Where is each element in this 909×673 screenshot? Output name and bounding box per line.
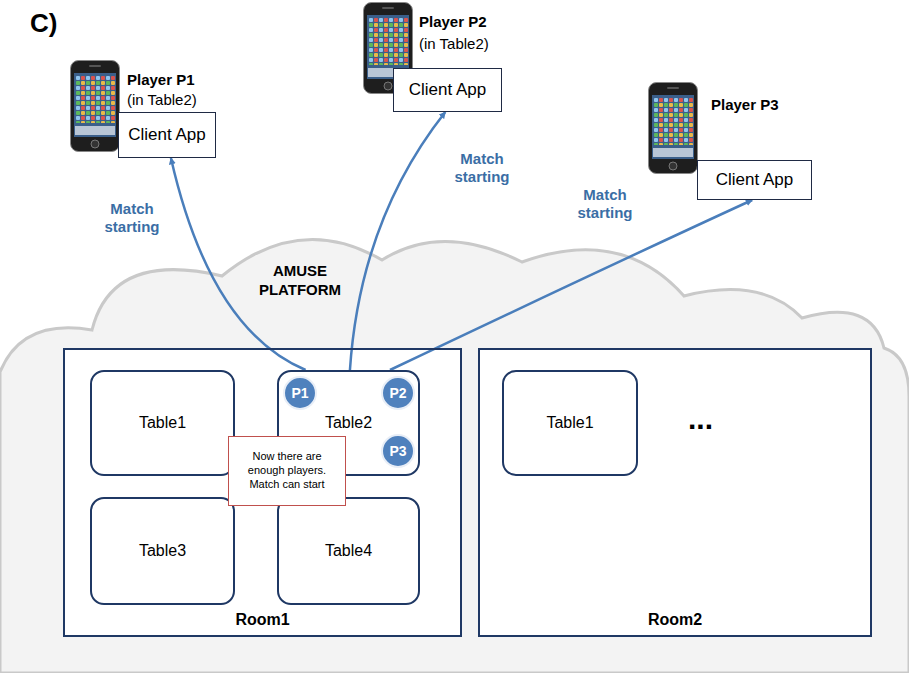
edge-label: Match starting [95,200,169,236]
table-label: Table4 [325,542,372,560]
player-circle: P3 [381,434,415,468]
room-label: Room1 [65,611,460,629]
client-app-box: Player P1(in Table2)Client App [118,112,216,158]
client-app-box: Player P3Client App [697,160,812,200]
edge-label: Match starting [568,186,642,222]
table-label: Table1 [139,414,186,432]
box-label: Client App [409,80,487,100]
edge-label: Match starting [445,150,519,186]
player-name: Player P3 [711,96,779,113]
table-label: Table2 [325,414,372,432]
room-label: Room2 [480,611,870,629]
player-id: P1 [291,385,308,401]
room-box: Room2 Table1 [478,348,872,637]
player-circle: P2 [381,376,415,410]
cloud-shape [0,239,909,673]
table-label: Table1 [546,414,593,432]
client-app-box: Player P2(in Table2)Client App [393,68,502,112]
table-label: Table3 [139,542,186,560]
player-id: P3 [389,443,406,459]
table-box: Table1 [502,370,638,476]
box-label: Client App [128,125,206,145]
room-box: Room1 Table1 Table2 P1 P2P3Table3 Table4 Now t… [63,348,462,637]
player-table: (in Table2) [127,91,197,108]
table-box: Table4 [277,497,420,605]
player-table: (in Table2) [419,35,489,52]
message-arrow [390,200,752,370]
table-box: Table1 [90,370,235,476]
phone-icon [71,61,120,152]
callout-note: Now there are enough players. Match can … [228,436,346,506]
platform-title: AMUSE PLATFORM [250,262,350,300]
box-label: Client App [716,170,794,190]
message-arrow [350,112,445,370]
note-text: Now there are enough players. Match can … [233,450,341,491]
player-circle: P1 [283,376,317,410]
table-box: Table3 [90,497,235,605]
panel-letter: C) [30,8,57,39]
player-name: Player P2 [419,13,487,30]
player-name: Player P1 [127,71,195,88]
player-id: P2 [389,385,406,401]
phone-icon [649,83,698,174]
ellipsis: ... [688,402,713,436]
